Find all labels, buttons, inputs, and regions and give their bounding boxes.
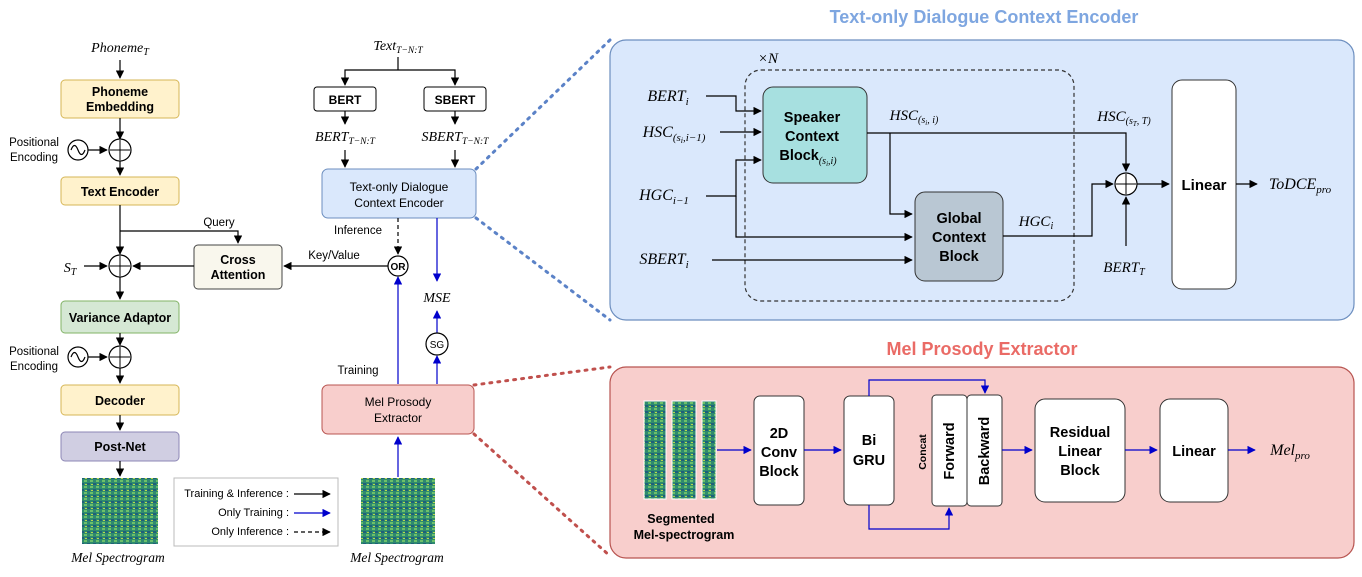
- stop-gradient-node: [425, 332, 449, 356]
- cross-attention-line1: Cross: [220, 253, 255, 267]
- conv-line3: Block: [759, 464, 799, 480]
- global-block-line3: Block: [939, 249, 979, 265]
- mpe-detail-panel: Mel Prosody Extractor Segmented Mel-spec…: [609, 339, 1355, 559]
- repeat-label: ×N: [758, 51, 779, 67]
- bert-output-label: BERTT−N:T: [315, 130, 376, 147]
- bigru-block: [843, 395, 895, 506]
- bigru-line1: Bi: [862, 433, 877, 449]
- positional-encoding-label-2b: Encoding: [10, 361, 58, 373]
- mpe-output-label: Melpro: [1269, 442, 1310, 462]
- hsc-t-label: HSC(sT, T): [1096, 109, 1151, 128]
- segment-image-2: [671, 400, 697, 500]
- legend-only-training: Only Training :: [218, 507, 289, 519]
- residual-line3: Block: [1060, 463, 1100, 479]
- speaker-block-line3: Block(si,i): [779, 148, 837, 168]
- cross-attention-line2: Attention: [211, 268, 266, 282]
- phoneme-embedding-line2: Embedding: [86, 100, 154, 114]
- mpe-linear-label: Linear: [1172, 444, 1216, 460]
- backward-label: Backward: [977, 417, 993, 486]
- mpe-line2: Extractor: [374, 411, 422, 425]
- segment-image-3: [701, 400, 717, 500]
- mel-prosody-extractor-block: [321, 384, 475, 435]
- todce-linear-label: Linear: [1181, 177, 1226, 194]
- bigru-line2: GRU: [853, 453, 885, 469]
- global-block-line2: Context: [932, 230, 986, 246]
- phoneme-input-label: PhonemeT: [90, 41, 150, 58]
- todce-line2: Context Encoder: [354, 196, 443, 210]
- hsc-prev-label: HSC(si,i−1): [642, 124, 706, 145]
- repeat-block-boundary: [744, 69, 1075, 302]
- or-switch: [387, 255, 409, 277]
- input-mel-spectrogram-label: Mel Spectrogram: [349, 550, 444, 565]
- training-label: Training: [337, 365, 378, 377]
- bert-t-label: BERTT: [1103, 260, 1146, 278]
- positional-encoding-label-2a: Positional: [9, 346, 59, 358]
- sg-label: SG: [430, 340, 445, 351]
- todce-detail-panel: Text-only Dialogue Context Encoder ×N BE…: [609, 7, 1355, 321]
- mpe-panel-title: Mel Prosody Extractor: [886, 339, 1077, 359]
- positional-encoding-label-1a: Positional: [9, 137, 59, 149]
- speaker-context-block: [762, 86, 868, 184]
- variance-adaptor-label: Variance Adaptor: [69, 311, 171, 325]
- inference-label: Inference: [334, 225, 382, 237]
- global-block-line1: Global: [936, 211, 981, 227]
- cross-attention-block: [193, 244, 283, 290]
- hsc-out-label: HSC(si, i): [889, 108, 939, 127]
- forward-label: Forward: [942, 422, 958, 479]
- left-column: PhonemeT Phoneme Embedding Positional En…: [9, 41, 409, 565]
- or-label: OR: [391, 262, 407, 273]
- hgc-out-label: HGCi: [1018, 214, 1054, 232]
- sbert-i-label: SBERTi: [639, 251, 688, 271]
- legend-only-inference: Only Inference :: [211, 526, 289, 538]
- key-value-label: Key/Value: [308, 250, 360, 262]
- legend-training-inference: Training & Inference :: [184, 488, 289, 500]
- concat-label: Concat: [917, 434, 929, 470]
- todce-panel-title: Text-only Dialogue Context Encoder: [830, 7, 1139, 27]
- conv-line1: 2D: [770, 426, 789, 442]
- phoneme-embedding-line1: Phoneme: [92, 85, 148, 99]
- hgc-prev-label: HGCi−1: [638, 187, 689, 207]
- decoder-label: Decoder: [95, 394, 145, 408]
- text-encoder-label: Text Encoder: [81, 185, 159, 199]
- speaker-block-line2: Context: [785, 129, 839, 145]
- residual-line2: Linear: [1058, 444, 1102, 460]
- input-mel-spectrogram-image: [361, 478, 435, 544]
- bert-label: BERT: [329, 93, 362, 107]
- segmented-line1: Segmented: [647, 512, 714, 526]
- legend-box: [173, 477, 339, 547]
- speaker-block-line1: Speaker: [784, 110, 841, 126]
- output-mel-spectrogram-image: [82, 478, 158, 544]
- todce-block: [321, 168, 477, 219]
- segmented-line2: Mel-spectrogram: [634, 528, 735, 542]
- positional-encoding-label-1b: Encoding: [10, 152, 58, 164]
- query-label: Query: [203, 217, 235, 229]
- todce-output-label: ToDCEpro: [1269, 176, 1332, 196]
- sbert-label: SBERT: [435, 93, 476, 107]
- sbert-output-label: SBERTT−N:T: [422, 130, 490, 147]
- speaker-input-label: ST: [64, 261, 78, 278]
- output-mel-spectrogram-label: Mel Spectrogram: [70, 550, 165, 565]
- residual-line1: Residual: [1050, 425, 1110, 441]
- middle-column: TextT−N:T BERT SBERT BERTT−N:T SBERTT−N:…: [173, 39, 490, 565]
- segment-image-1: [643, 400, 667, 500]
- postnet-label: Post-Net: [94, 440, 146, 454]
- conv-line2: Conv: [761, 445, 797, 461]
- todce-line1: Text-only Dialogue: [350, 180, 449, 194]
- mpe-line1: Mel Prosody: [365, 395, 432, 409]
- text-input-label: TextT−N:T: [373, 39, 423, 56]
- bert-i-label: BERTi: [647, 88, 688, 108]
- mse-label: MSE: [422, 291, 451, 306]
